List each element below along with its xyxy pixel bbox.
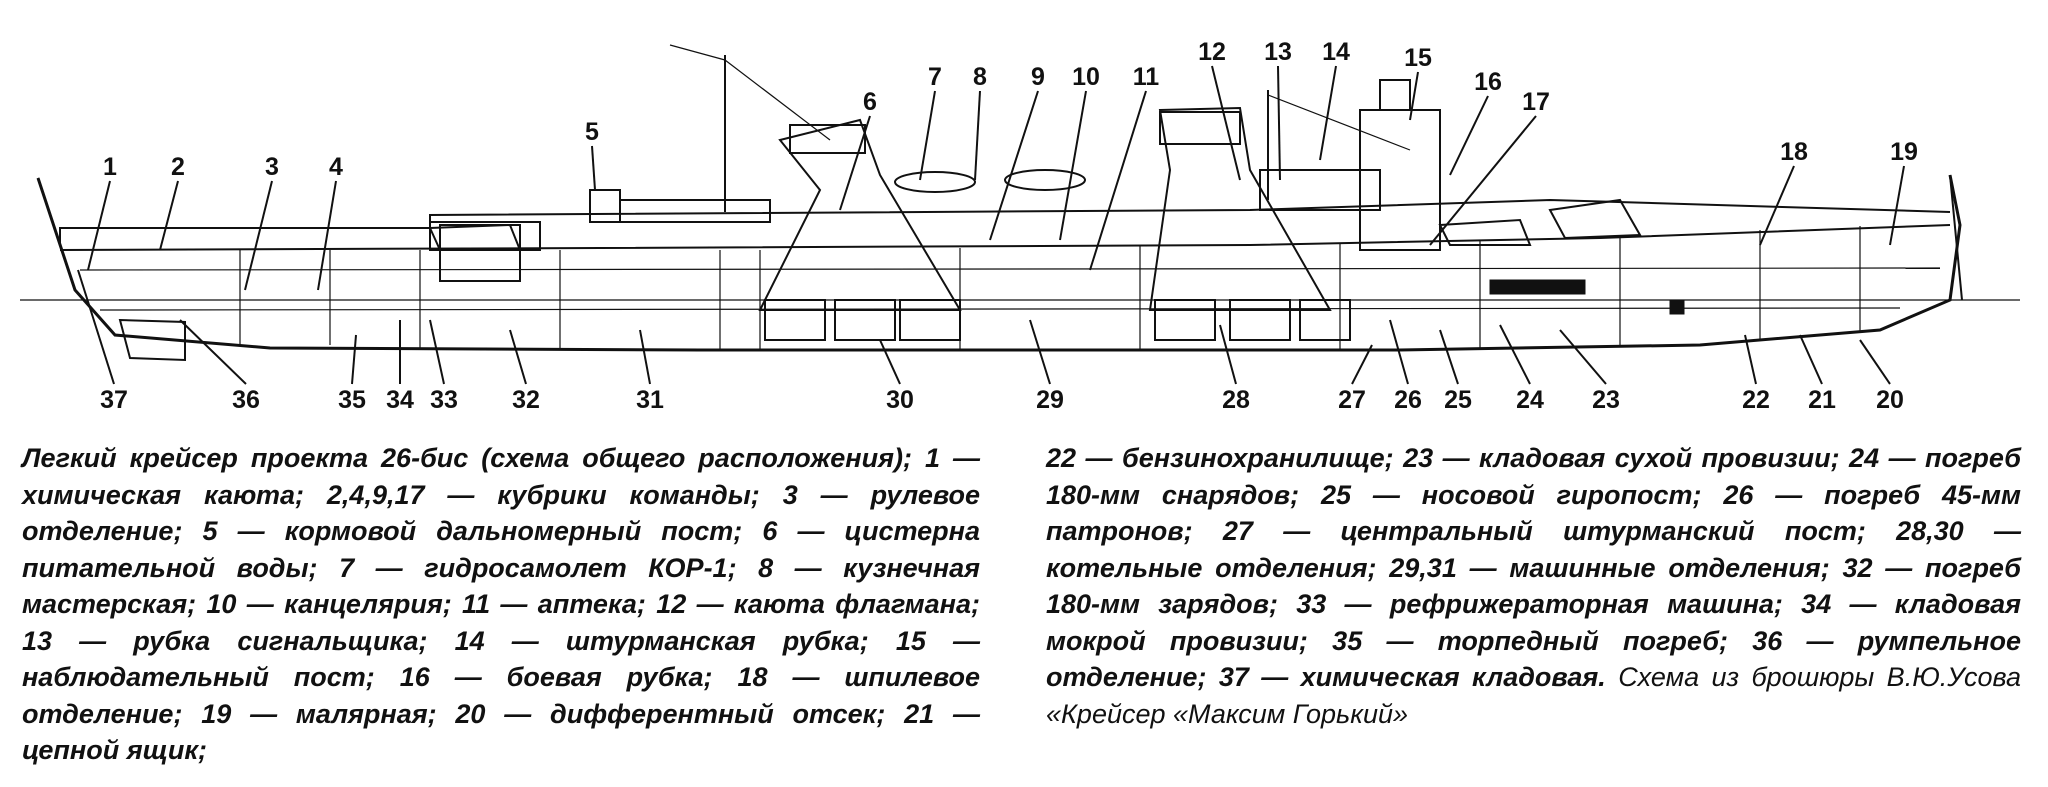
callout-number-2: 2 xyxy=(171,153,185,181)
callout-number-26: 26 xyxy=(1394,386,1422,414)
caption-right-column: 22 — бензинохранилище; 23 — кладовая сух… xyxy=(1046,440,2021,732)
callout-number-7: 7 xyxy=(928,63,942,91)
caption-left-text: Легкий крейсер проекта 26-бис (схема общ… xyxy=(22,443,980,765)
callout-number-30: 30 xyxy=(886,386,914,414)
callout-number-19: 19 xyxy=(1890,138,1918,166)
callout-number-31: 31 xyxy=(636,386,664,414)
callout-leader-8 xyxy=(974,90,981,181)
callout-number-17: 17 xyxy=(1522,88,1550,116)
callout-number-21: 21 xyxy=(1808,386,1836,414)
callout-leader-35 xyxy=(351,334,357,385)
callout-number-22: 22 xyxy=(1742,386,1770,414)
callout-number-24: 24 xyxy=(1516,386,1544,414)
callout-leader-32 xyxy=(509,329,527,385)
callout-leader-11 xyxy=(1089,90,1147,271)
callout-leader-37 xyxy=(77,269,115,385)
callout-number-34: 34 xyxy=(386,386,414,414)
ship-drawing xyxy=(20,44,2020,362)
callout-number-12: 12 xyxy=(1198,38,1226,66)
callout-number-10: 10 xyxy=(1072,63,1100,91)
callout-number-32: 32 xyxy=(512,386,540,414)
callout-number-36: 36 xyxy=(232,386,260,414)
callout-leader-30 xyxy=(879,339,901,385)
callout-leader-12 xyxy=(1211,65,1241,181)
callout-number-25: 25 xyxy=(1444,386,1472,414)
callout-leader-20 xyxy=(1859,339,1891,385)
callout-number-35: 35 xyxy=(338,386,366,414)
callout-leader-5 xyxy=(591,145,596,191)
callout-leader-23 xyxy=(1559,329,1607,385)
callout-leader-14 xyxy=(1319,65,1337,161)
callout-leader-22 xyxy=(1744,334,1757,385)
callout-number-37: 37 xyxy=(100,386,128,414)
callout-leader-26 xyxy=(1389,319,1409,385)
callout-number-3: 3 xyxy=(265,153,279,181)
callout-leader-4 xyxy=(317,180,337,291)
callout-number-13: 13 xyxy=(1264,38,1292,66)
callout-leader-17 xyxy=(1429,115,1537,246)
callout-number-28: 28 xyxy=(1222,386,1250,414)
callout-number-5: 5 xyxy=(585,118,599,146)
callout-number-9: 9 xyxy=(1031,63,1045,91)
caption-left-column: Легкий крейсер проекта 26-бис (схема общ… xyxy=(22,440,980,769)
callout-leader-13 xyxy=(1277,65,1281,181)
callout-leader-15 xyxy=(1409,71,1419,121)
callout-number-1: 1 xyxy=(103,153,117,181)
callout-number-6: 6 xyxy=(863,88,877,116)
callout-leader-18 xyxy=(1759,165,1795,246)
callout-number-16: 16 xyxy=(1474,68,1502,96)
callout-leader-10 xyxy=(1059,90,1087,241)
callout-leader-19 xyxy=(1889,165,1905,246)
callout-leader-9 xyxy=(989,90,1039,241)
callout-leader-1 xyxy=(87,180,111,271)
callout-leader-7 xyxy=(919,90,936,181)
caption-right-text: 22 — бензинохранилище; 23 — кладовая сух… xyxy=(1046,443,2021,692)
callout-leader-6 xyxy=(839,115,871,211)
callout-leader-21 xyxy=(1799,334,1823,385)
callout-leader-2 xyxy=(159,180,179,251)
callout-leader-36 xyxy=(179,319,247,385)
callout-number-4: 4 xyxy=(329,153,343,181)
callout-number-33: 33 xyxy=(430,386,458,414)
callout-leader-24 xyxy=(1499,324,1531,385)
callout-leader-27 xyxy=(1351,344,1373,385)
callout-leader-28 xyxy=(1219,324,1237,385)
callout-leader-3 xyxy=(244,180,273,291)
callout-leader-25 xyxy=(1439,329,1459,385)
callout-leader-16 xyxy=(1449,95,1489,176)
callout-number-18: 18 xyxy=(1780,138,1808,166)
caption-credit: Схема из брошюры В.Ю.Усова «Крейсер «Мак… xyxy=(1046,662,2021,729)
callout-number-29: 29 xyxy=(1036,386,1064,414)
callout-number-27: 27 xyxy=(1338,386,1366,414)
callout-number-20: 20 xyxy=(1876,386,1904,414)
callout-number-23: 23 xyxy=(1592,386,1620,414)
callout-number-11: 11 xyxy=(1133,63,1160,91)
callout-leader-31 xyxy=(639,329,651,385)
callout-leader-29 xyxy=(1029,319,1051,385)
callout-number-15: 15 xyxy=(1404,44,1432,72)
callout-number-8: 8 xyxy=(973,63,987,91)
callout-leader-33 xyxy=(429,319,445,385)
callout-number-14: 14 xyxy=(1322,38,1350,66)
